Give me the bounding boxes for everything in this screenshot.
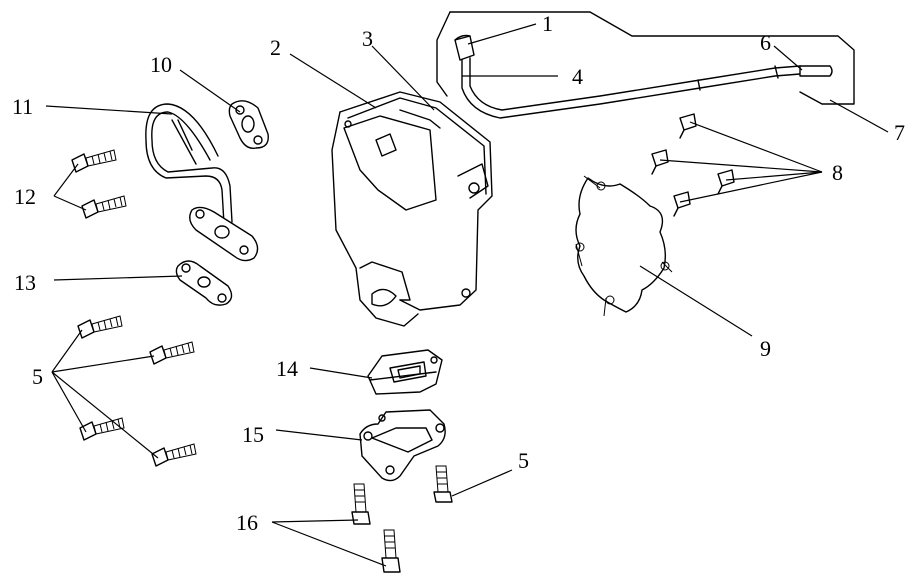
part-11-pipe (145, 103, 259, 262)
callout-12: 12 (14, 184, 36, 209)
bolt-5b (149, 341, 195, 365)
leader-lines (45, 23, 889, 567)
bolt-5d (151, 443, 197, 467)
callout-13: 13 (14, 270, 36, 295)
bolt-16a (351, 483, 371, 525)
callout-6: 6 (760, 30, 771, 55)
bolt-12b (81, 195, 127, 219)
part-8-clips (651, 113, 735, 217)
callout-7: 7 (894, 120, 905, 145)
part-16-bolts (351, 483, 401, 573)
callout-5-right: 5 (518, 448, 529, 473)
callout-9: 9 (760, 336, 771, 361)
callout-2: 2 (270, 35, 281, 60)
callout-labels: 1 2 3 4 5 5 6 7 8 9 10 11 12 13 14 15 16 (12, 11, 905, 535)
callout-10: 10 (150, 52, 172, 77)
part-12-bolts (71, 149, 127, 219)
callout-4: 4 (572, 64, 583, 89)
callout-15: 15 (242, 422, 264, 447)
callout-16: 16 (236, 510, 258, 535)
clip-3 (717, 169, 735, 195)
callout-1: 1 (542, 11, 553, 36)
bolt-12a (71, 149, 117, 173)
part-2-valve-cover (331, 91, 493, 327)
bolt-16b (381, 529, 401, 573)
bolt-5c (79, 417, 125, 441)
callout-5-left: 5 (32, 364, 43, 389)
part-7-breather-hose-group (436, 11, 855, 119)
callout-14: 14 (276, 356, 298, 381)
callout-8: 8 (832, 160, 843, 185)
part-14-cover (367, 349, 443, 395)
part-5-bolts-left (77, 315, 197, 467)
part-10-gasket (228, 100, 269, 149)
callout-11: 11 (12, 94, 33, 119)
bolt-5a (77, 315, 123, 339)
clip-4 (673, 191, 691, 217)
callout-3: 3 (362, 26, 373, 51)
part-15-base (359, 409, 446, 482)
part-13-gasket (175, 260, 233, 306)
clip-2 (651, 149, 669, 175)
clip-1 (679, 113, 697, 139)
part-5-bolt-right (433, 465, 453, 503)
part-9-gasket-plate (575, 175, 673, 317)
